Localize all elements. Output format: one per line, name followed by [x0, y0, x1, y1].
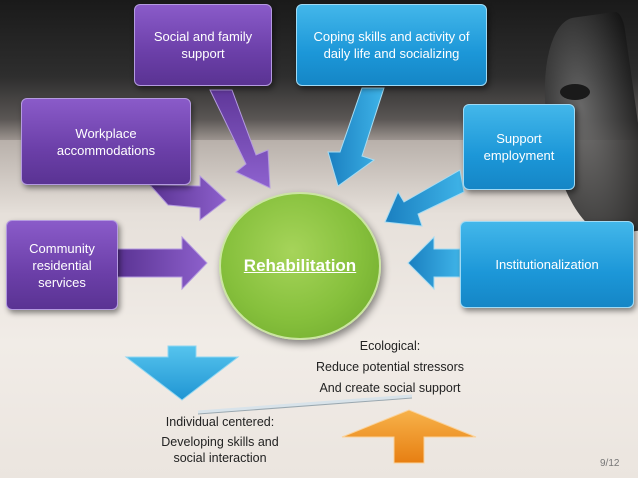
connector-line — [197, 394, 413, 414]
box-social-family-support-label: Social and family support — [153, 29, 253, 61]
center-label: Rehabilitation — [243, 256, 357, 275]
arrow-workplace — [148, 174, 227, 222]
arrow-community — [116, 235, 208, 291]
box-workplace-accommodations: Workplace accommodations — [21, 98, 191, 185]
box-institutionalization-label: Institutionalization — [495, 257, 599, 272]
individual-heading: Individual centered: — [165, 415, 275, 429]
arrow-support-employment — [384, 169, 465, 227]
ecological-line-2: And create social support — [319, 381, 461, 395]
arrow-social-family — [209, 89, 271, 189]
box-community-label: Community residential services — [29, 240, 95, 290]
box-social-family-support: Social and family support — [134, 4, 272, 86]
box-community-residential: Community residential services — [6, 220, 118, 310]
ecological-heading: Ecological: — [359, 339, 421, 353]
box-coping-skills: Coping skills and activity of daily life… — [296, 4, 487, 86]
box-workplace-label: Workplace accommodations — [56, 125, 156, 158]
box-institutionalization: Institutionalization — [460, 221, 634, 308]
ecological-text-block: Ecological: Reduce potential stressors A… — [310, 336, 470, 399]
box-support-employment-label: Support employment — [483, 131, 555, 163]
individual-text-block: Individual centered: Developing skills a… — [152, 412, 288, 465]
center-circle-rehabilitation: Rehabilitation — [219, 192, 381, 340]
arrow-coping — [327, 87, 385, 187]
box-support-employment: Support employment — [463, 104, 575, 190]
arrow-down-cyan — [124, 345, 240, 401]
arrow-up-orange — [341, 409, 477, 464]
ecological-line-1: Reduce potential stressors — [316, 360, 464, 374]
connector-line-shadow — [197, 397, 413, 415]
individual-line-2: social interaction — [173, 451, 267, 465]
mask-eye-hole — [560, 84, 590, 100]
arrow-institutionalization — [407, 235, 461, 291]
page-number: 9/12 — [600, 458, 620, 469]
individual-line-1: Developing skills and — [161, 435, 279, 449]
box-coping-skills-label: Coping skills and activity of daily life… — [313, 29, 470, 61]
